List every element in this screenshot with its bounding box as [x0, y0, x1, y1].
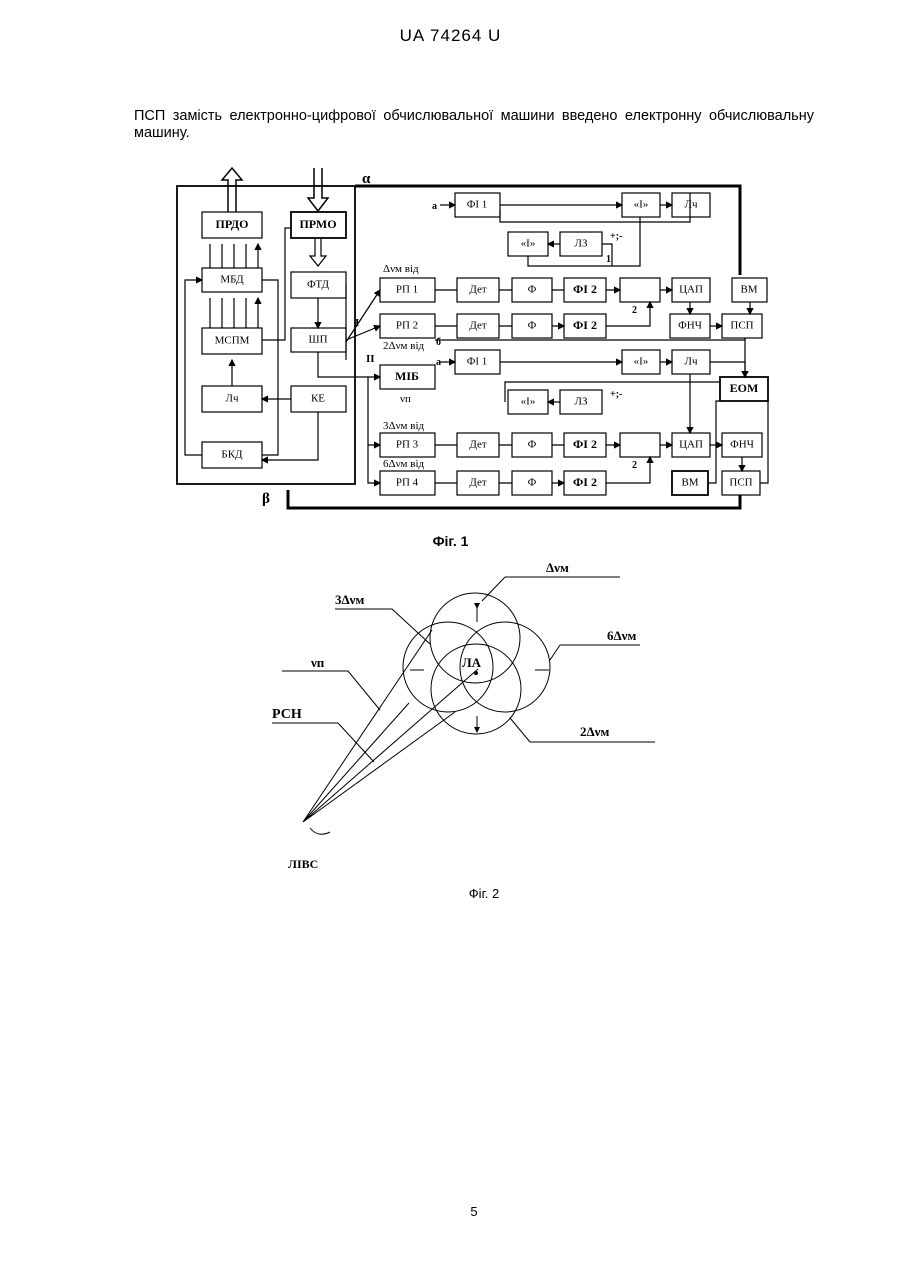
- block-rp2: РП 2: [396, 320, 418, 332]
- label-alpha: α: [362, 171, 371, 187]
- block-prdo: ПРДО: [216, 217, 249, 231]
- block-f1: Ф: [528, 284, 537, 296]
- block-i-low: «І»: [521, 396, 536, 408]
- block-f3: Ф: [528, 439, 537, 451]
- block-cap-top: ЦАП: [679, 284, 703, 296]
- label-nu-p: νп: [400, 393, 411, 405]
- block-fi2-2: ФІ 2: [573, 318, 597, 332]
- block-f4: Ф: [528, 477, 537, 489]
- block-lz-low: ЛЗ: [575, 396, 588, 408]
- label-plusminus-2: +;-: [610, 389, 622, 400]
- block-i-top: «І»: [634, 199, 649, 211]
- block-rp3: РП 3: [396, 439, 419, 451]
- figure-2-diagram: [272, 577, 655, 834]
- label-a1: а: [432, 201, 437, 212]
- label-plusminus-1: +;-: [610, 231, 622, 242]
- fig2-label-rsn: РСН: [272, 707, 302, 722]
- block-ke: КЕ: [311, 393, 325, 405]
- label-dnu: Δνм від: [383, 263, 419, 275]
- block-fnch-low: ФНЧ: [730, 439, 754, 451]
- fig2-label-dnu: Δνм: [546, 560, 569, 575]
- block-fi2-4: ФІ 2: [573, 475, 597, 489]
- block-cap-low: ЦАП: [679, 439, 703, 451]
- label-six-dnu: 6Δνм від: [383, 458, 425, 470]
- figure-1-caption: Фіг. 1: [0, 533, 901, 549]
- block-mib: МІБ: [395, 369, 419, 383]
- label-num-1: 1: [606, 254, 611, 265]
- block-lch-left: Лч: [226, 393, 239, 405]
- block-f2: Ф: [528, 320, 537, 332]
- block-fi1-top: ФІ 1: [467, 199, 488, 211]
- block-det1: Дет: [469, 284, 487, 296]
- block-lch-mid: Лч: [685, 356, 698, 368]
- block-det4: Дет: [469, 477, 487, 489]
- block-fi1-mid: ФІ 1: [467, 356, 488, 368]
- block-fnch-top: ФНЧ: [678, 320, 702, 332]
- block-i-second: «І»: [521, 238, 536, 250]
- block-shp: ШП: [308, 334, 327, 346]
- block-rp1: РП 1: [396, 284, 418, 296]
- fig2-label-two: 2Δνм: [580, 724, 609, 739]
- block-rp4: РП 4: [396, 477, 419, 489]
- block-bm-low: ВМ: [681, 477, 698, 489]
- page-number: 5: [0, 1204, 901, 1219]
- label-input-ii: II: [366, 353, 375, 365]
- block-det3: Дет: [469, 439, 487, 451]
- fig2-label-nu: νп: [310, 655, 325, 670]
- label-a2: а: [436, 357, 441, 368]
- label-b: б: [436, 337, 441, 348]
- block-bm-top: ВМ: [740, 284, 757, 296]
- label-input-i: I: [355, 317, 359, 329]
- block-ftd: ФТД: [307, 279, 329, 291]
- fig2-label-livs: ЛІВС: [288, 857, 318, 871]
- block-psp-top: ПСП: [730, 320, 753, 332]
- figure-2-caption: Фіг. 2: [0, 886, 901, 901]
- block-psp-low: ПСП: [729, 477, 752, 489]
- block-eom: ЕОМ: [730, 381, 759, 395]
- label-beta: β: [262, 491, 270, 507]
- block-det2: Дет: [469, 320, 487, 332]
- block-fi2-3: ФІ 2: [573, 437, 597, 451]
- label-num-2: 2: [632, 305, 637, 316]
- block-prmo: ПРМО: [299, 217, 336, 231]
- block-lz-top: ЛЗ: [575, 238, 588, 250]
- block-bkd: БКД: [221, 449, 243, 461]
- label-num-3: 2: [632, 460, 637, 471]
- block-mbd: МБД: [220, 274, 244, 286]
- block-mspm: МСПМ: [215, 335, 250, 347]
- fig2-label-la: ЛА: [462, 655, 482, 670]
- label-three-dnu: 3Δνм від: [383, 420, 425, 432]
- fig2-label-six: 6Δνм: [607, 628, 636, 643]
- block-lch-top: Лч: [685, 199, 698, 211]
- block-fi2-1: ФІ 2: [573, 282, 597, 296]
- block-i-mid: «І»: [634, 356, 649, 368]
- fig2-label-three: 3Δνм: [335, 592, 364, 607]
- label-two-dnu: 2Δνм від: [383, 340, 425, 352]
